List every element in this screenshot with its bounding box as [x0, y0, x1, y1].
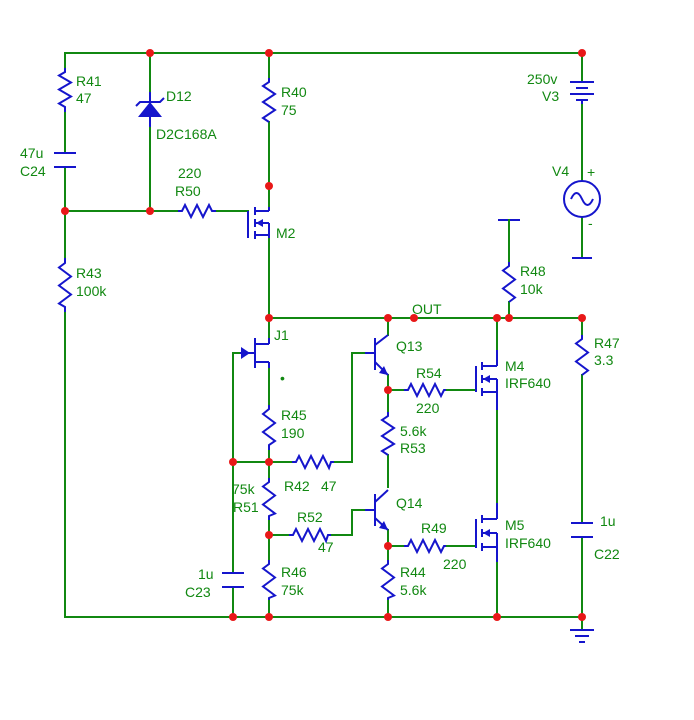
- m5-value: IRF640: [505, 535, 551, 551]
- resistor-r44: [380, 560, 396, 600]
- r52-value: 47: [318, 539, 334, 555]
- c22-value: 1u: [600, 513, 616, 529]
- junctions: [61, 49, 586, 621]
- r52-name: R52: [297, 509, 323, 525]
- q13-name: Q13: [396, 338, 423, 354]
- ac-source-v4: [563, 180, 601, 218]
- resistor-r45: [261, 405, 277, 450]
- c23-name: C23: [185, 584, 211, 600]
- r48-value: 10k: [520, 281, 544, 297]
- resistor-r48: [501, 262, 517, 303]
- out-net-label: OUT: [412, 301, 442, 317]
- v4-minus: -: [588, 215, 593, 231]
- npn-transistor-q14: [365, 489, 389, 531]
- r51-name: R51: [233, 499, 259, 515]
- r47-name: R47: [594, 335, 620, 351]
- j1-dot: •: [280, 370, 285, 386]
- d12-value: D2C168A: [156, 126, 217, 142]
- r54-value: 220: [416, 400, 440, 416]
- v4-plus: +: [587, 164, 595, 180]
- r53-value: 5.6k: [400, 423, 427, 439]
- r48-name: R48: [520, 263, 546, 279]
- v3-value: 250v: [527, 71, 557, 87]
- c23-value: 1u: [198, 566, 214, 582]
- m2-name: M2: [276, 225, 296, 241]
- d12-name: D12: [166, 88, 192, 104]
- r43-name: R43: [76, 265, 102, 281]
- v4-name: V4: [552, 163, 569, 179]
- battery-v3: [570, 81, 594, 104]
- j1-name: J1: [274, 327, 289, 343]
- r40-value: 75: [281, 102, 297, 118]
- mosfet-m2: [247, 207, 270, 239]
- resistor-r51: [261, 478, 277, 520]
- resistor-r50: [178, 202, 216, 220]
- c24-name: C24: [20, 163, 46, 179]
- resistor-r53: [380, 412, 396, 456]
- r41-value: 47: [76, 90, 92, 106]
- r54-name: R54: [416, 365, 442, 381]
- ground-r48: [498, 219, 520, 229]
- resistor-r40: [261, 78, 277, 123]
- capacitor-c22: [571, 522, 593, 538]
- labels: R41 47 47u C24 D12 D2C168A R40 75 250v V…: [20, 71, 620, 600]
- r46-name: R46: [281, 564, 307, 580]
- mosfet-m4: [475, 350, 498, 410]
- resistor-r54: [404, 381, 446, 399]
- mosfet-m5: [475, 503, 498, 562]
- r44-value: 5.6k: [400, 582, 427, 598]
- r50-name: R50: [175, 183, 201, 199]
- resistor-r43: [57, 258, 73, 312]
- capacitor-c23: [222, 572, 244, 588]
- c24-value: 47u: [20, 145, 43, 161]
- r42-name: R42: [284, 478, 310, 494]
- r49-name: R49: [421, 520, 447, 536]
- q14-name: Q14: [396, 495, 423, 511]
- jfet-j1: [240, 338, 270, 368]
- resistor-r41: [57, 68, 73, 112]
- r42-value: 47: [321, 478, 337, 494]
- m4-name: M4: [505, 358, 525, 374]
- components: [54, 68, 601, 643]
- r40-name: R40: [281, 84, 307, 100]
- r50-value: 220: [178, 165, 202, 181]
- v3-name: V3: [542, 88, 559, 104]
- r53-name: R53: [400, 440, 426, 456]
- r45-value: 190: [281, 425, 305, 441]
- resistor-r49: [404, 537, 446, 555]
- c22-name: C22: [594, 546, 620, 562]
- r45-name: R45: [281, 407, 307, 423]
- resistor-r52: [289, 526, 331, 544]
- ground-main: [570, 629, 594, 643]
- r51-value: 75k: [232, 481, 256, 497]
- resistor-r47: [574, 335, 590, 376]
- npn-transistor-q13: [365, 334, 389, 376]
- r49-value: 220: [443, 556, 467, 572]
- capacitor-c24: [54, 152, 76, 168]
- m4-value: IRF640: [505, 375, 551, 391]
- zener-diode-d12: [135, 92, 165, 127]
- r41-name: R41: [76, 73, 102, 89]
- r46-value: 75k: [281, 582, 305, 598]
- r43-value: 100k: [76, 283, 107, 299]
- r44-name: R44: [400, 564, 426, 580]
- resistor-r46: [261, 560, 277, 600]
- m5-name: M5: [505, 517, 525, 533]
- resistor-r42: [292, 453, 334, 471]
- r47-value: 3.3: [594, 352, 614, 368]
